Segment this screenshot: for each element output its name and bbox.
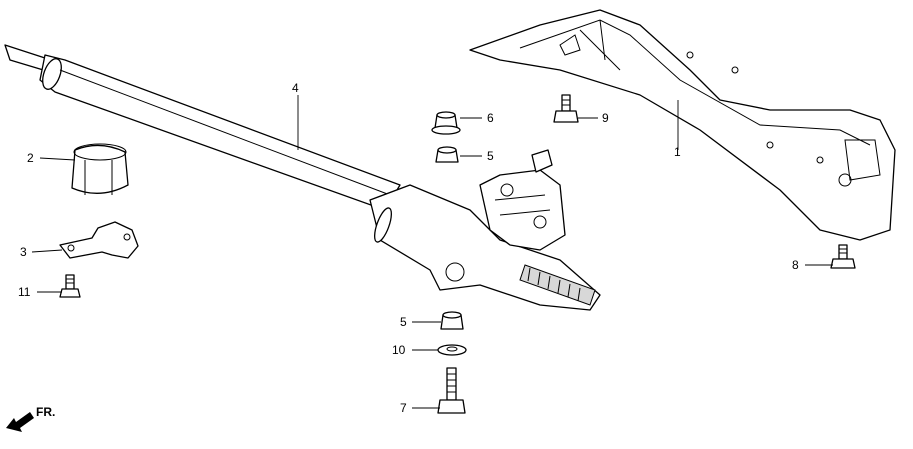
steering-gearbox-housing [369,149,601,311]
part-bolt-11 [59,274,81,298]
callout-10: 10 [392,343,406,357]
part-nut-5-lower [440,311,464,330]
callout-2: 2 [27,151,34,165]
part-washer-10 [437,344,467,356]
callout-5-upper: 5 [487,149,494,163]
callout-9: 9 [602,111,609,125]
callout-5-lower: 5 [400,315,407,329]
leader-lines [31,95,833,409]
callout-11: 11 [18,285,31,299]
subframe-crossmember [469,9,896,241]
part-bolt-9 [553,94,579,123]
part-bracket [59,221,139,259]
callout-3: 3 [20,245,27,259]
steering-gearbox-tube [4,44,401,211]
part-bolt-7 [437,367,466,414]
part-nut-5-upper [435,146,459,163]
part-bushing [71,143,129,195]
part-nut-6 [431,111,461,135]
callout-8: 8 [792,258,799,272]
part-bolt-8 [830,244,856,269]
callout-6: 6 [487,111,494,125]
callout-7: 7 [400,401,407,415]
callout-4: 4 [292,81,299,95]
front-direction-arrow-icon [6,412,34,432]
callout-1: 1 [674,145,681,159]
direction-label: FR. [36,405,55,419]
